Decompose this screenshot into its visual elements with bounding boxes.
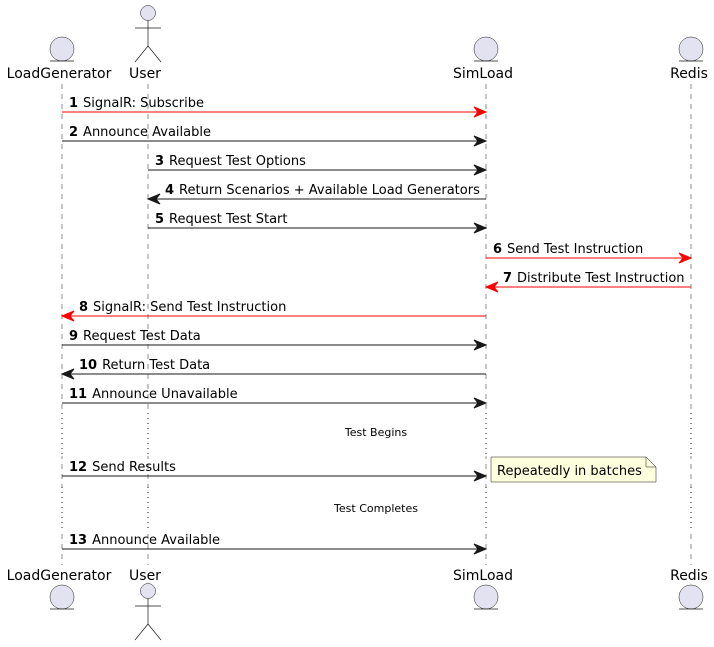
arrowhead-icon [473, 222, 488, 234]
arrowhead-icon [473, 135, 488, 147]
arrowhead-icon [484, 281, 499, 293]
arrowhead-icon [473, 106, 488, 118]
participant-label: LoadGenerator [7, 66, 112, 82]
note-corner-fold [645, 457, 656, 468]
participant-label: Redis [670, 66, 708, 82]
participant-simload-top: SimLoad [453, 36, 513, 82]
participant-label: User [129, 66, 161, 82]
note: Repeatedly in batches [490, 456, 657, 483]
entity-icon [678, 584, 704, 610]
actor-head-icon [140, 5, 156, 21]
entity-icon [473, 36, 499, 62]
participant-user-top: User [129, 5, 162, 82]
arrowhead-icon [473, 397, 488, 409]
participant-simload-bottom: SimLoad [453, 568, 513, 610]
entity-icon [473, 584, 499, 610]
arrowhead-icon [146, 193, 161, 205]
delay-gaps: Test Begins Test Completes [0, 413, 714, 530]
arrowhead-icon [473, 164, 488, 176]
participant-redis-bottom: Redis [670, 568, 708, 610]
participant-loadgenerator-bottom: LoadGenerator [7, 568, 112, 610]
arrowhead-icon [473, 339, 488, 351]
participant-user-bottom: User [129, 568, 162, 641]
participant-label: SimLoad [453, 568, 513, 584]
actor-body-icon [134, 20, 162, 63]
participant-label: Redis [670, 568, 708, 584]
participant-redis-top: Redis [670, 36, 708, 82]
participants-top: LoadGenerator User SimLoad Redis [7, 5, 708, 82]
entity-icon [49, 36, 75, 62]
delay-label: Test Begins [344, 426, 407, 439]
participant-label: User [129, 568, 161, 584]
lifelines [61, 84, 692, 565]
arrowhead-icon [60, 368, 75, 380]
participant-label: SimLoad [453, 66, 513, 82]
arrowhead-icon [678, 252, 693, 264]
arrowhead-icon [473, 543, 488, 555]
participant-loadgenerator-top: LoadGenerator [7, 36, 112, 82]
participant-label: LoadGenerator [7, 568, 112, 584]
entity-icon [49, 584, 75, 610]
arrowhead-icon [473, 470, 488, 482]
note-text: Repeatedly in batches [497, 464, 642, 479]
arrowhead-icon [60, 310, 75, 322]
entity-icon [678, 36, 704, 62]
note-box [490, 456, 657, 483]
participants-bottom: LoadGenerator User SimLoad Redis [7, 568, 708, 641]
actor-head-icon [140, 583, 156, 599]
actor-body-icon [134, 598, 162, 641]
delay-label: Test Completes [333, 502, 418, 515]
